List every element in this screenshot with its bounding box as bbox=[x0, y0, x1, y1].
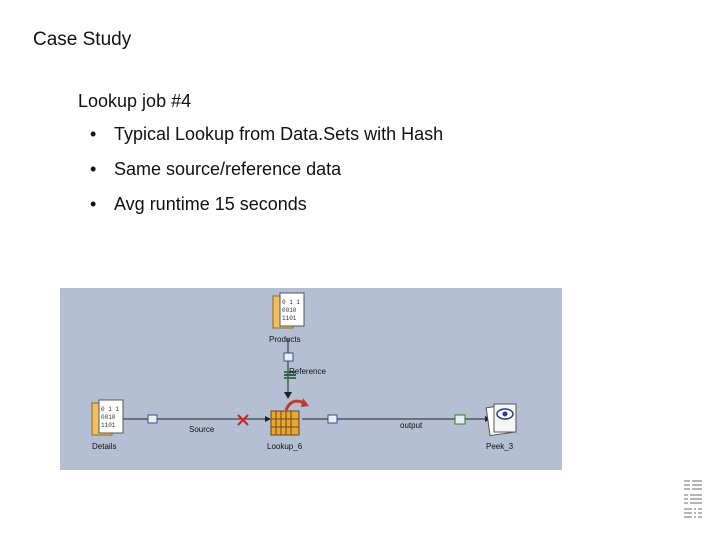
peek-label: Peek_3 bbox=[486, 442, 514, 451]
svg-text:1101: 1101 bbox=[101, 422, 116, 429]
bullet-marker: • bbox=[90, 124, 97, 144]
slide-title: Case Study bbox=[33, 29, 132, 50]
reference-link-label: Reference bbox=[289, 367, 326, 376]
partition-marker-icon bbox=[284, 377, 296, 379]
job-diagram-canvas: 0 1 1 0010 1101 0 1 1 0010 1101 bbox=[91, 292, 517, 437]
details-label: Details bbox=[92, 442, 117, 451]
bullet-item: • Typical Lookup from Data.Sets with Has… bbox=[90, 124, 443, 159]
source-link-arrow bbox=[265, 416, 271, 422]
output-link-marker-icon bbox=[327, 414, 338, 424]
details-dataset-icon[interactable]: 0 1 1 0010 1101 bbox=[91, 399, 124, 436]
bullet-item: • Same source/reference data bbox=[90, 159, 443, 194]
slide-subtitle: Lookup job #4 bbox=[78, 91, 192, 111]
reference-link-marker-icon bbox=[283, 352, 294, 362]
bullet-text: Same source/reference data bbox=[114, 159, 342, 179]
svg-text:1101: 1101 bbox=[282, 315, 297, 322]
lookup-label: Lookup_6 bbox=[267, 442, 303, 451]
svg-text:0 1 1: 0 1 1 bbox=[282, 299, 300, 306]
products-label: Products bbox=[269, 335, 301, 344]
bullet-item: • Avg runtime 15 seconds bbox=[90, 194, 443, 229]
bullet-text: Typical Lookup from Data.Sets with Hash bbox=[114, 124, 444, 144]
output-link-label: output bbox=[400, 421, 423, 430]
reference-link-arrow bbox=[284, 392, 292, 399]
bullet-list: • Typical Lookup from Data.Sets with Has… bbox=[90, 124, 443, 229]
bullet-marker: • bbox=[90, 194, 97, 214]
ibm-logo-icon bbox=[684, 480, 702, 518]
lookup-stage-icon[interactable] bbox=[270, 398, 309, 436]
partition-marker-icon bbox=[284, 374, 296, 376]
job-diagram: 0 1 1 0010 1101 0 1 1 0010 1101 bbox=[60, 288, 562, 470]
source-link-marker-icon bbox=[147, 414, 158, 424]
svg-text:0010: 0010 bbox=[101, 414, 116, 421]
bullet-text: Avg runtime 15 seconds bbox=[114, 194, 307, 214]
svg-text:0 1 1: 0 1 1 bbox=[101, 406, 119, 413]
peek-stage-icon[interactable] bbox=[485, 403, 517, 437]
peek-input-marker-icon bbox=[454, 414, 466, 425]
reject-marker-icon bbox=[237, 414, 249, 426]
bullet-marker: • bbox=[90, 159, 97, 179]
partition-marker-icon bbox=[284, 371, 296, 373]
products-dataset-icon[interactable]: 0 1 1 0010 1101 bbox=[272, 292, 305, 329]
svg-text:0010: 0010 bbox=[282, 307, 297, 314]
source-link-label: Source bbox=[189, 425, 215, 434]
